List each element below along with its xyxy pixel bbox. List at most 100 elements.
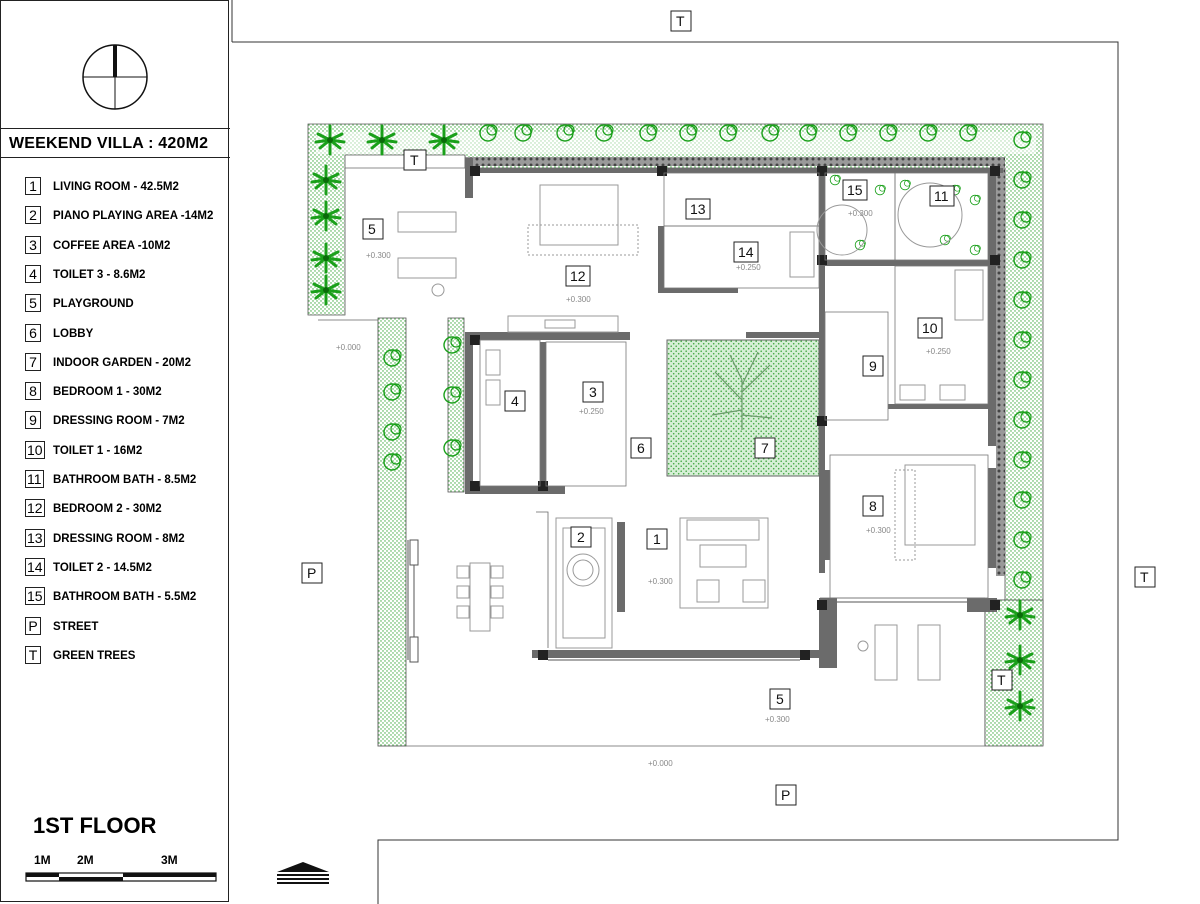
- legend-key: 2: [25, 206, 41, 225]
- level-8: +0.300: [648, 577, 673, 586]
- legend-key: 8: [25, 382, 41, 401]
- legend-key: 15: [25, 587, 45, 606]
- site-boundary: [231, 0, 1119, 904]
- room-labels: 5 12 13 14 15 11 10 9 4 3 6 7 8 2 1 5 T …: [301, 10, 1156, 806]
- tree-icon: [969, 194, 981, 206]
- furniture: [397, 182, 984, 681]
- label-room-9: 9: [869, 358, 877, 374]
- label-room-5b: 5: [776, 691, 784, 707]
- label-room-4: 4: [511, 393, 519, 409]
- legend-text: TOILET 1 - 16M2: [53, 444, 143, 457]
- level-markers: +0.300 +0.000 +0.250 +0.250 +0.300 +0.25…: [336, 209, 951, 768]
- label-room-11: 11: [934, 188, 949, 204]
- label-room-15: 15: [847, 182, 863, 198]
- sofa: [679, 517, 769, 609]
- indoor-garden-tree-icon: [711, 351, 773, 430]
- legend-text: PIANO PLAYING AREA -14M2: [53, 210, 214, 223]
- legend-text: STREET: [53, 620, 99, 633]
- lounger-3: [874, 624, 898, 681]
- bed-2: [539, 184, 619, 246]
- scale-label-2m: 2M: [77, 853, 94, 867]
- legend-text: INDOOR GARDEN - 20M2: [53, 356, 192, 369]
- legend-key: 5: [25, 294, 41, 313]
- legend-text: BEDROOM 1 - 30M2: [53, 386, 162, 399]
- label-room-13: 13: [690, 201, 706, 217]
- label-room-7: 7: [761, 440, 769, 456]
- legend-text: LOBBY: [53, 327, 94, 340]
- tree-icon: [829, 174, 841, 186]
- columns: [470, 166, 1000, 660]
- tree-icon: [969, 244, 981, 256]
- legend-key: 1: [25, 177, 41, 195]
- perimeter-garden: [307, 123, 1044, 747]
- villa-title: WEEKEND VILLA : 420M2: [9, 135, 209, 152]
- legend-key: 14: [25, 557, 45, 576]
- level-1: +0.300: [366, 251, 391, 260]
- legend-key: 7: [25, 352, 41, 371]
- label-room-5a: 5: [368, 221, 376, 237]
- legend-key: 4: [25, 264, 41, 283]
- piano-rug: [555, 517, 613, 649]
- label-room-10: 10: [922, 320, 938, 336]
- title-box: WEEKEND VILLA : 420M2: [1, 128, 230, 158]
- label-tree-right: T: [1140, 569, 1149, 585]
- legend-text: TOILET 3 - 8.6M2: [53, 268, 146, 281]
- legend-key: 10: [25, 440, 45, 459]
- label-room-6: 6: [637, 440, 645, 456]
- walls: [465, 158, 1003, 668]
- level-3: +0.250: [736, 263, 761, 272]
- legend-key: 11: [25, 470, 44, 488]
- stone-wall: [465, 157, 1005, 576]
- label-room-3: 3: [589, 384, 597, 400]
- lounger-4: [917, 624, 941, 681]
- level-9: +0.300: [765, 715, 790, 724]
- label-room-2: 2: [577, 529, 585, 545]
- north-compass-icon: [82, 44, 148, 110]
- label-room-14: 14: [738, 244, 754, 260]
- level-7: +0.300: [866, 526, 891, 535]
- label-street-bottom: P: [781, 787, 790, 803]
- level-10: +0.000: [648, 759, 673, 768]
- legend-text: GREEN TREES: [53, 649, 136, 662]
- legend-key: 9: [25, 411, 41, 430]
- dining-table: [469, 562, 491, 632]
- legend-text: PLAYGROUND: [53, 298, 134, 311]
- label-room-1: 1: [653, 531, 661, 547]
- level-4: +0.250: [579, 407, 604, 416]
- legend-text: BATHROOM BATH - 5.5M2: [53, 591, 197, 604]
- legend-text: DRESSING ROOM - 8M2: [53, 532, 185, 545]
- label-tree-top: T: [676, 13, 685, 29]
- label-street-left: P: [307, 565, 316, 581]
- bathtub: [789, 231, 815, 278]
- level-2: +0.000: [336, 343, 361, 352]
- scale-bar: [25, 872, 217, 882]
- tree-icon: [899, 179, 911, 191]
- entrance-arrow-icon: [277, 862, 329, 884]
- legend-text: COFFEE AREA -10M2: [53, 239, 171, 252]
- label-room-12: 12: [570, 268, 586, 284]
- label-tree-inner: T: [410, 152, 419, 168]
- legend-key: 6: [25, 323, 41, 342]
- scale-label-3m: 3M: [161, 853, 178, 867]
- label-tree-corner: T: [997, 672, 1006, 688]
- legend-text: BATHROOM BATH - 8.5M2: [53, 474, 197, 486]
- lounger-1: [397, 211, 457, 233]
- legend-text: TOILET 2 - 14.5M2: [53, 561, 152, 574]
- scale-label-1m: 1M: [34, 853, 51, 867]
- legend-key: P: [25, 616, 41, 635]
- tree-icon: [874, 184, 886, 196]
- indoor-garden-area: [666, 339, 820, 477]
- level-6: +0.250: [926, 347, 951, 356]
- bed-1: [904, 464, 976, 546]
- level-11: +0.300: [848, 209, 873, 218]
- glazing: [407, 539, 967, 663]
- legend-text: BEDROOM 2 - 30M2: [53, 503, 162, 516]
- lounger-2: [397, 257, 457, 279]
- legend-key: 12: [25, 499, 45, 518]
- legend-key: 13: [25, 528, 45, 547]
- legend-key: 3: [25, 235, 41, 254]
- floor-label: 1ST FLOOR: [33, 813, 157, 838]
- legend-key: T: [25, 645, 41, 664]
